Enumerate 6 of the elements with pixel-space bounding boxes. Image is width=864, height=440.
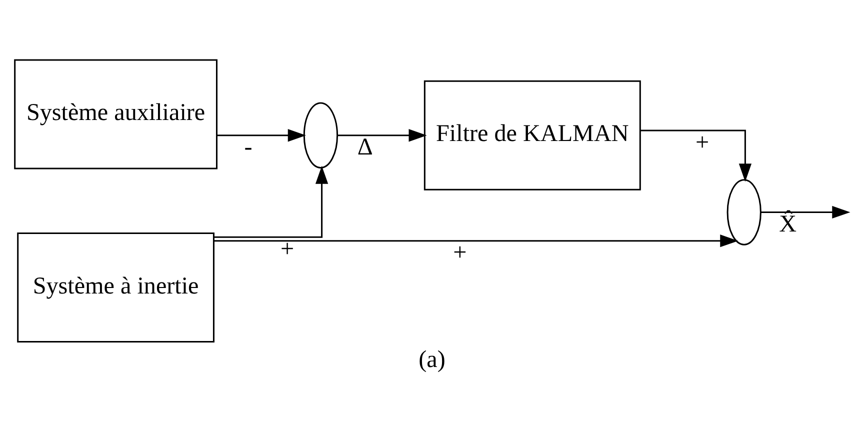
edge-label: + xyxy=(453,240,467,266)
edge-label: + xyxy=(696,129,710,156)
edge-label: + xyxy=(280,236,294,262)
edge-label: - xyxy=(244,134,252,160)
caption: (a) xyxy=(418,346,446,373)
edge-label: Δ xyxy=(357,134,373,160)
